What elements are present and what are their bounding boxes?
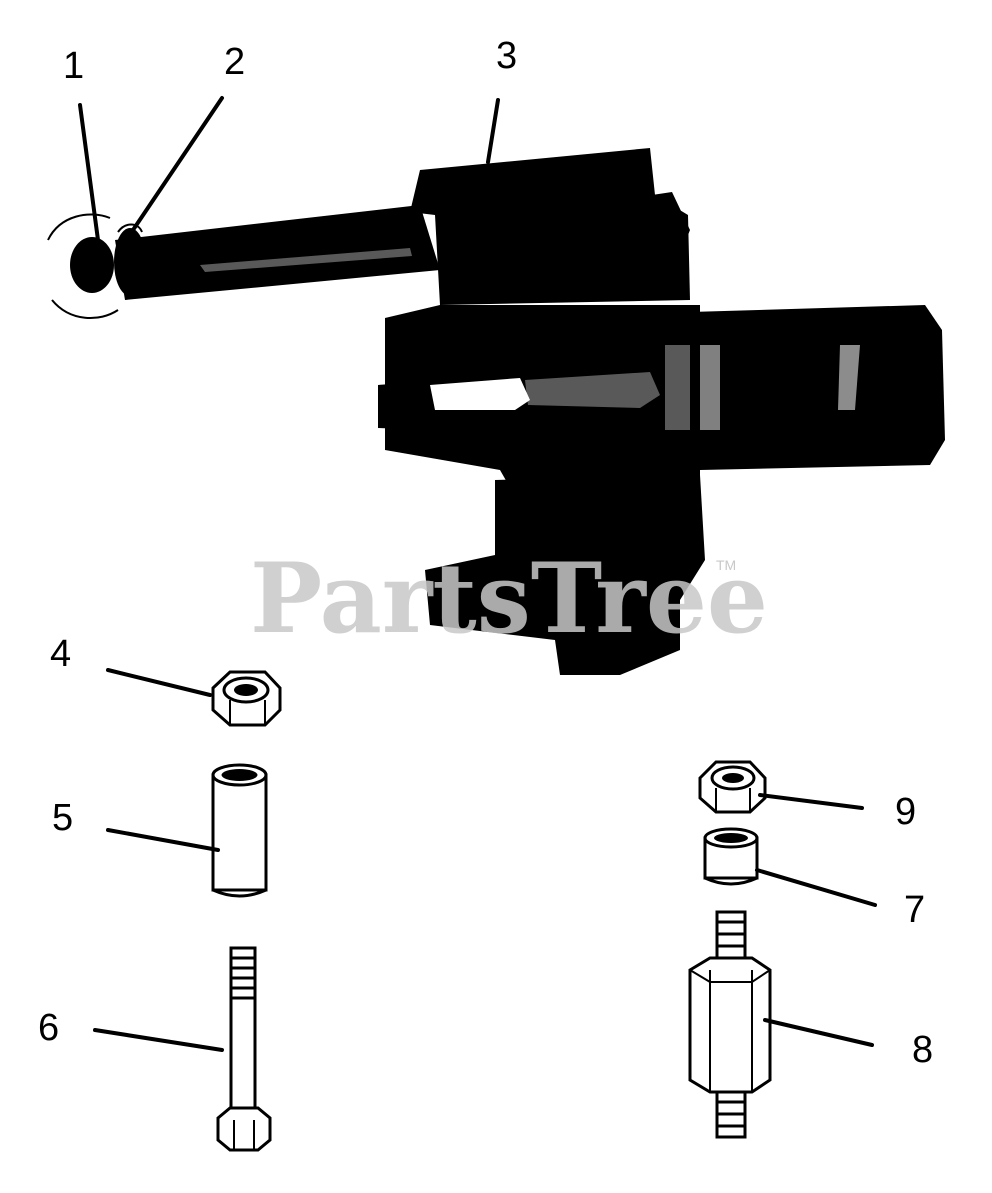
leader-lines bbox=[78, 96, 877, 1052]
part-1-knob[interactable] bbox=[47, 213, 119, 320]
callout-1: 1 bbox=[63, 45, 84, 87]
callout-2: 2 bbox=[224, 41, 245, 83]
leader-3 bbox=[486, 98, 500, 164]
part-9-hex-nut[interactable] bbox=[698, 760, 767, 814]
part-3-valve-assembly[interactable] bbox=[115, 148, 945, 675]
watermark-trademark: TM bbox=[716, 557, 736, 573]
callout-3: 3 bbox=[496, 35, 517, 77]
leader-5 bbox=[106, 828, 220, 852]
callout-7: 7 bbox=[904, 889, 925, 931]
part-8-hex-standoff[interactable] bbox=[688, 910, 772, 1139]
callout-9: 9 bbox=[895, 791, 916, 833]
callout-6: 6 bbox=[38, 1007, 59, 1049]
watermark-text: PartsTree bbox=[250, 542, 768, 655]
leader-8 bbox=[763, 1018, 874, 1047]
part-7-spacer[interactable] bbox=[703, 827, 759, 886]
leader-9 bbox=[758, 793, 864, 810]
watermark: PartsTree TM bbox=[250, 542, 768, 655]
leader-1 bbox=[78, 103, 102, 257]
leader-6 bbox=[93, 1028, 224, 1052]
part-2-grip[interactable] bbox=[114, 223, 146, 297]
leader-2 bbox=[131, 96, 224, 232]
leader-7 bbox=[755, 868, 877, 907]
callout-4: 4 bbox=[50, 633, 71, 675]
part-4-hex-nut[interactable] bbox=[211, 670, 282, 727]
part-6-bolt[interactable] bbox=[216, 946, 272, 1152]
callout-8: 8 bbox=[912, 1029, 933, 1071]
part-5-spacer-tube[interactable] bbox=[211, 763, 268, 898]
callout-5: 5 bbox=[52, 797, 73, 839]
leader-4 bbox=[106, 668, 212, 697]
callout-numbers: 1 2 3 4 5 6 7 8 9 bbox=[38, 35, 933, 1071]
